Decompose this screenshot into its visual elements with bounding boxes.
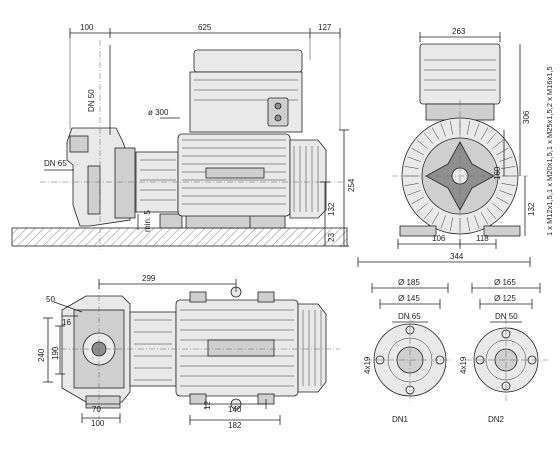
- cooling-fin: [423, 208, 434, 220]
- cooling-fin: [407, 156, 421, 162]
- dn2-d125: Ø 125: [494, 294, 516, 303]
- cooling-fin: [440, 215, 446, 229]
- cooling-fin: [416, 202, 428, 213]
- cooling-fin: [496, 147, 509, 156]
- base-slab: [11, 227, 348, 247]
- dn2-holes: 4x19: [459, 356, 468, 374]
- cooling-fin: [450, 120, 453, 135]
- cooling-fin: [467, 217, 470, 232]
- dim-16: 16: [62, 318, 71, 327]
- cooling-fin: [407, 190, 421, 196]
- cooling-fin: [492, 202, 504, 213]
- dim-160: 160: [493, 166, 502, 180]
- module-end: [419, 43, 501, 105]
- dn1-label: DN1: [392, 415, 409, 424]
- dim-182: 182: [228, 421, 242, 430]
- dim-132-right: 132: [527, 202, 536, 216]
- dn1-holes: 4x19: [363, 356, 372, 374]
- cooling-fin: [492, 139, 504, 150]
- dn1-d145: Ø 145: [398, 294, 420, 303]
- cooling-fin: [486, 208, 497, 220]
- dim-23: 23: [327, 233, 336, 242]
- cooling-fin: [431, 212, 440, 225]
- cooling-fin: [440, 123, 446, 137]
- cooling-fin: [474, 215, 480, 229]
- dn2-d165: Ø 165: [494, 278, 516, 287]
- top-right-view: 263 306 160 132 106 118 344 1 x M12x1,5,…: [357, 27, 554, 267]
- cooling-fin: [423, 132, 434, 144]
- cooling-fin: [404, 166, 419, 169]
- dim-50-left: 50: [46, 295, 55, 304]
- dim-254: 254: [347, 178, 356, 192]
- label-dn65-top: DN 65: [44, 159, 67, 168]
- dim-240: 240: [37, 348, 46, 362]
- dim-306: 306: [522, 110, 531, 124]
- cooling-fin: [496, 196, 509, 205]
- cooling-fin: [411, 147, 424, 156]
- cooling-fin: [486, 132, 497, 144]
- bottom-left-view: 299 50 16 240 190 70 100 12 140 182: [37, 274, 340, 430]
- dim-70: 70: [92, 405, 101, 414]
- cooling-fin: [467, 120, 470, 135]
- cooling-fin: [450, 217, 453, 232]
- label-dn50-top: DN 50: [87, 89, 96, 112]
- cooling-fin: [411, 196, 424, 205]
- cooling-fin: [416, 139, 428, 150]
- cooling-fin: [474, 123, 480, 137]
- dn2-label: DN2: [488, 415, 505, 424]
- cooling-fin: [480, 212, 489, 225]
- cooling-fin: [499, 156, 513, 162]
- discharge-flange: [69, 135, 89, 153]
- suction-flange: [87, 165, 101, 215]
- cooling-fin: [404, 183, 419, 186]
- fan-cover: [289, 139, 327, 219]
- dim-263: 263: [452, 27, 466, 36]
- dim-127: 127: [318, 23, 332, 32]
- dim-100-bottom: 100: [91, 419, 105, 428]
- label-d300: ø 300: [148, 108, 169, 117]
- dim-100-top: 100: [80, 23, 94, 32]
- dim-140: 140: [228, 405, 242, 414]
- cooling-fin: [501, 183, 516, 186]
- electronics-cover: [193, 49, 303, 73]
- cable-gland-text: 1 x M12x1,5,1 x M20x1,5,1 x M25x1,5,2 x …: [545, 66, 554, 236]
- dim-625: 625: [198, 23, 212, 32]
- dn1-d185: Ø 185: [398, 278, 420, 287]
- cooling-fin: [431, 127, 440, 140]
- cooling-fin: [499, 190, 513, 196]
- top-left-view: 100 625 127 DN 50 ø 300 DN 65 min. 5 132…: [11, 23, 356, 250]
- flange-dn2: Ø 165 Ø 125 DN 50 4x19 DN2: [459, 278, 548, 424]
- dim-190: 190: [51, 346, 60, 360]
- dim-12: 12: [203, 401, 212, 410]
- flange-dn1: Ø 185 Ø 145 DN 65 4x19 DN1: [363, 278, 454, 424]
- dn2-size: DN 50: [495, 312, 518, 321]
- dn1-size: DN 65: [398, 312, 421, 321]
- dim-299: 299: [142, 274, 156, 283]
- dim-106: 106: [432, 234, 446, 243]
- label-min5: min. 5: [143, 210, 152, 232]
- dim-118: 118: [476, 234, 489, 243]
- dim-344: 344: [450, 252, 464, 261]
- cooling-fin: [480, 127, 489, 140]
- dim-132-left: 132: [327, 202, 336, 216]
